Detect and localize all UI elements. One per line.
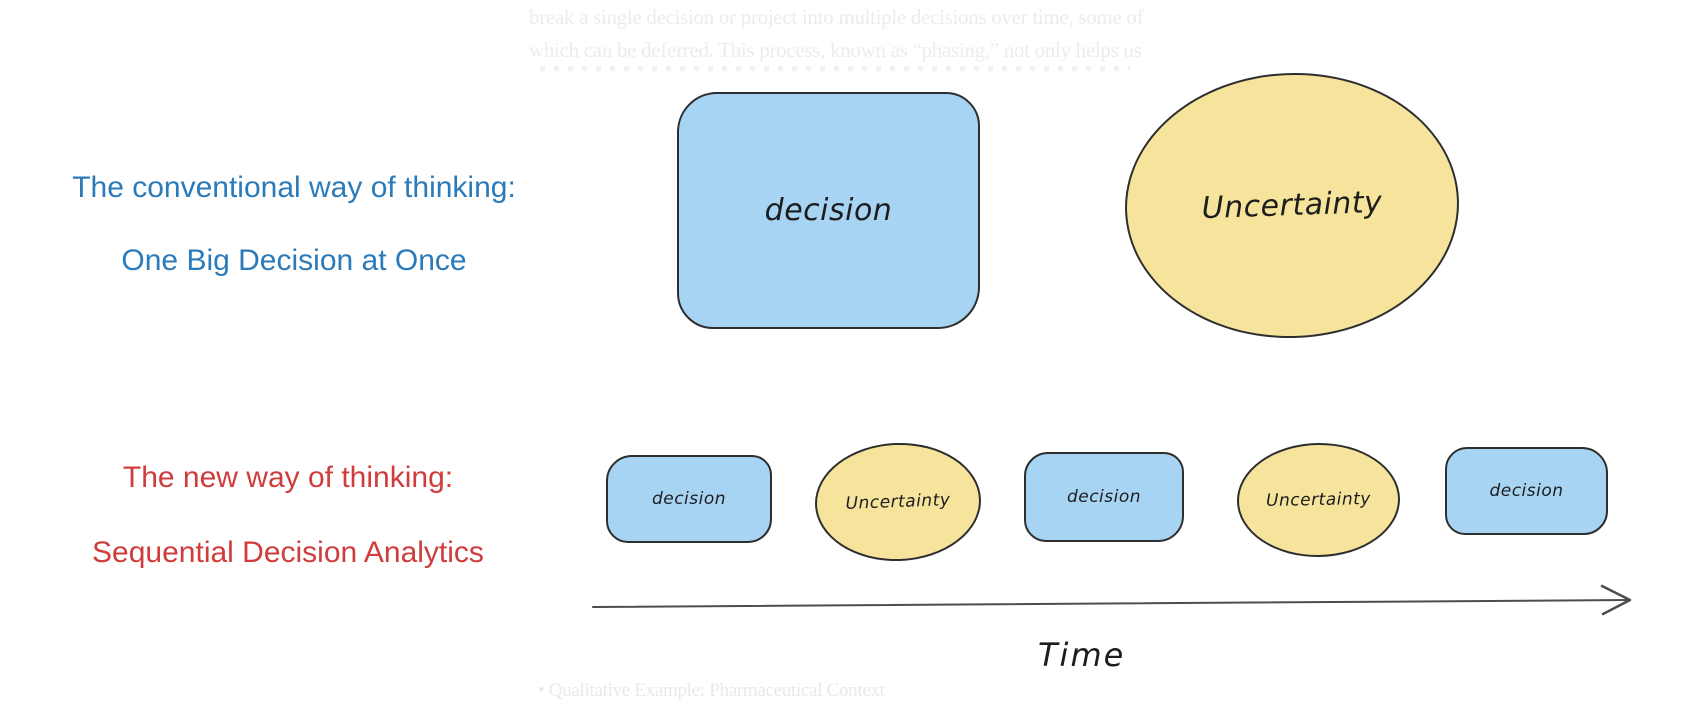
big-uncertainty-label: Uncertainty xyxy=(1201,184,1383,227)
faded-document-clipped-line xyxy=(540,66,1130,71)
sequence-uncertainty-label-2: Uncertainty xyxy=(1265,489,1372,511)
sequential-heading-line2: Sequential Decision Analytics xyxy=(92,536,484,569)
time-axis-label: Time xyxy=(1038,636,1126,674)
sequence-uncertainty-ellipse-1: Uncertainty xyxy=(812,440,984,564)
arrowhead-icon xyxy=(1600,584,1632,616)
sequence-decision-box-1: decision xyxy=(606,455,772,543)
sequence-decision-box-3: decision xyxy=(1445,447,1608,535)
sequence-uncertainty-ellipse-2: Uncertainty xyxy=(1236,441,1401,559)
conventional-heading-line1: The conventional way of thinking: xyxy=(72,171,516,204)
conventional-heading-line2: One Big Decision at Once xyxy=(121,244,467,277)
time-axis-line xyxy=(592,599,1631,608)
sequence-decision-label-2: decision xyxy=(1066,487,1142,507)
sequence-uncertainty-label-1: Uncertainty xyxy=(845,490,951,514)
sequence-decision-label-1: decision xyxy=(651,489,727,509)
faded-document-bullet-line: • Qualitative Example: Pharmaceutical Co… xyxy=(538,680,885,701)
big-uncertainty-ellipse: Uncertainty xyxy=(1120,67,1464,344)
faded-document-line-2: which can be deferred. This process, kno… xyxy=(529,38,1142,62)
faded-document-line-1: break a single decision or project into … xyxy=(529,5,1144,29)
big-decision-label: decision xyxy=(764,193,893,228)
sequence-decision-box-2: decision xyxy=(1024,452,1184,542)
sequence-decision-label-3: decision xyxy=(1489,481,1564,501)
sequential-heading-line1: The new way of thinking: xyxy=(122,461,454,494)
big-decision-box: decision xyxy=(677,92,980,329)
